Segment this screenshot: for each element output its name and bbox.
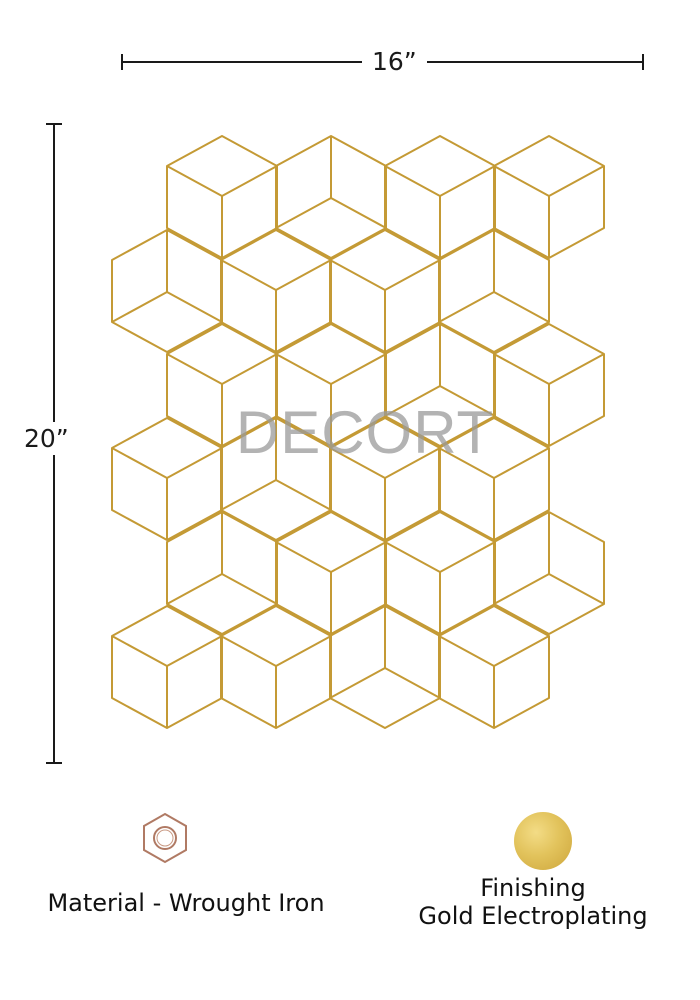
hex-nut-icon [143, 812, 187, 864]
cube-inner-edges [493, 353, 605, 385]
cube-inner-edges [275, 353, 387, 385]
cube-outline [493, 511, 605, 635]
watermark: DECORT [236, 399, 494, 466]
finishing-caption: Finishing Gold Electroplating [388, 874, 678, 930]
gold-swatch-icon [514, 812, 572, 870]
cube-inner-edges [166, 165, 278, 197]
cube-inner-edges [438, 447, 550, 479]
cube-inner-edges [166, 353, 278, 385]
cube-inner-edges [329, 447, 441, 479]
cube-inner-edges [493, 573, 605, 605]
cube-inner-edges [111, 291, 223, 323]
cube-inner-edges [111, 635, 223, 667]
cube-inner-edges [329, 667, 441, 699]
cube-frame [438, 605, 550, 729]
cube-inner-edges [438, 291, 550, 323]
cube-inner-edges [275, 197, 387, 229]
cube-frame [493, 135, 605, 259]
material-label: Material - Wrought Iron [47, 889, 325, 917]
cube-grid [111, 135, 605, 729]
height-label: 20” [24, 422, 69, 455]
cube-inner-edges [384, 385, 496, 417]
cube-inner-edges [438, 635, 550, 667]
cube-inner-edges [220, 259, 332, 291]
cube-frame [438, 417, 550, 541]
finishing-value: Gold Electroplating [418, 902, 648, 930]
cube-inner-edges [220, 635, 332, 667]
finishing-title: Finishing [480, 874, 586, 902]
cube-inner-edges [493, 165, 605, 197]
width-label: 16” [362, 49, 427, 74]
cube-frame [493, 511, 605, 635]
cube-outline [438, 229, 550, 353]
cube-inner-edges [329, 259, 441, 291]
cube-inner-edges [220, 479, 332, 511]
cube-inner-edges [384, 541, 496, 573]
cube-inner-edges [384, 165, 496, 197]
cube-inner-edges [275, 541, 387, 573]
cube-inner-edges [111, 447, 223, 479]
cube-frame [438, 229, 550, 353]
cube-inner-edges [166, 573, 278, 605]
cube-frame [493, 323, 605, 447]
